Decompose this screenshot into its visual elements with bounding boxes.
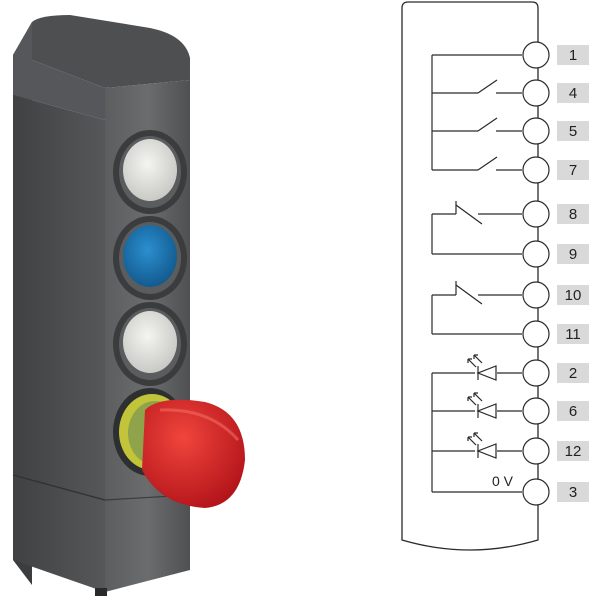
terminal-12 <box>522 437 550 465</box>
terminal-6 <box>522 397 550 425</box>
housing-top <box>32 15 190 88</box>
terminal-11 <box>522 320 550 348</box>
terminal-8 <box>522 200 550 228</box>
terminal-number: 9 <box>569 246 577 263</box>
terminal-number: 2 <box>569 365 577 382</box>
terminal-label-bg <box>557 160 589 180</box>
terminal-number: 3 <box>569 484 577 501</box>
diagram-outline <box>401 1 539 551</box>
terminal-label-bg <box>557 363 589 383</box>
led-icon <box>467 392 497 419</box>
terminal-label-bg <box>557 285 589 305</box>
terminal-1 <box>522 41 550 69</box>
white-button-top[interactable] <box>123 139 177 201</box>
led-icon <box>467 432 497 459</box>
terminal-number: 12 <box>565 443 582 460</box>
nc-contact-2 <box>431 281 522 335</box>
nc-contact-1 <box>431 201 522 255</box>
terminal-label-bg <box>557 441 589 461</box>
terminal-7 <box>522 156 550 184</box>
led-icon <box>467 354 497 381</box>
terminal-10 <box>522 281 550 309</box>
terminal-number: 6 <box>569 403 577 420</box>
terminal-3 <box>522 478 550 506</box>
terminal-number: 1 <box>569 47 577 64</box>
terminal-label-bg <box>557 83 589 103</box>
terminal-number: 4 <box>569 85 577 102</box>
pushbutton-contacts <box>431 54 522 171</box>
terminal-number: 5 <box>569 123 577 140</box>
housing-foot <box>95 588 107 596</box>
terminal-label-bg <box>557 401 589 421</box>
housing-cap-front <box>13 22 105 120</box>
terminal-label-bg <box>557 204 589 224</box>
terminal-label-bg <box>557 244 589 264</box>
emergency-stop-button[interactable] <box>142 399 245 508</box>
blue-button[interactable] <box>123 225 177 287</box>
terminal-5 <box>522 117 550 145</box>
terminal-4 <box>522 79 550 107</box>
terminal-label-bg <box>557 121 589 141</box>
zero-volt-label: 0 V <box>492 473 514 489</box>
terminal-label-bg <box>557 324 589 344</box>
white-button-bottom[interactable] <box>123 311 177 373</box>
terminal-number: 7 <box>569 162 577 179</box>
terminal-number: 8 <box>569 206 577 223</box>
terminal-label-bg <box>557 482 589 502</box>
terminal-number: 10 <box>565 287 582 304</box>
led-indicators <box>431 372 522 493</box>
terminal-label-bg <box>557 45 589 65</box>
terminal-9 <box>522 240 550 268</box>
terminal-number: 11 <box>565 326 581 343</box>
housing-body <box>13 95 105 592</box>
terminal-2 <box>522 359 550 387</box>
